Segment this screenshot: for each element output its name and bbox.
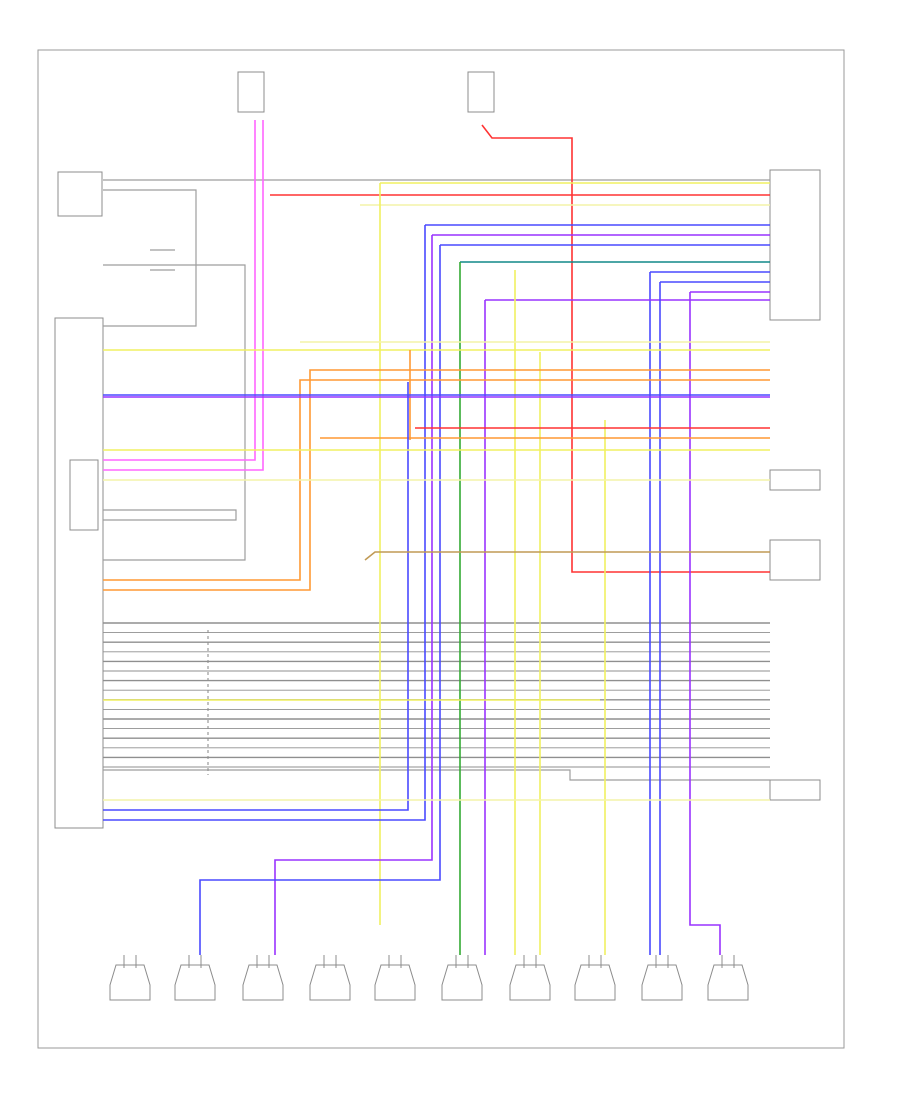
speaker-connector — [641, 955, 683, 1001]
wire-blue-6 — [103, 382, 409, 811]
wire-pink — [103, 120, 264, 471]
speaker-connector — [441, 955, 483, 1001]
cd-changer-connector — [769, 469, 821, 491]
speaker-connector — [374, 955, 416, 1001]
wire-red-feed — [481, 124, 770, 573]
radio-module — [54, 317, 104, 829]
fuse-block-left — [237, 71, 265, 113]
speaker-connector — [109, 955, 151, 1001]
switch-box — [57, 171, 103, 217]
speaker-connector — [174, 955, 216, 1001]
speaker-connector — [309, 955, 351, 1001]
colored-wires — [103, 120, 770, 955]
dsp-amp-connector — [769, 169, 821, 321]
speaker-connector — [509, 955, 551, 1001]
antenna-connector — [69, 459, 99, 531]
wire-blue-2v — [199, 245, 441, 955]
wire-blue-1v — [103, 225, 426, 821]
components — [54, 71, 821, 829]
speaker-connector — [574, 955, 616, 1001]
speaker-connector — [242, 955, 284, 1001]
speaker-connector — [707, 955, 749, 1001]
speaker-row — [109, 955, 749, 1001]
fuse-block-right — [467, 71, 495, 113]
wire-pink-2 — [103, 120, 256, 461]
diagram-frame — [37, 49, 845, 1049]
wire-tan — [364, 551, 770, 561]
speaker-bus-lines — [103, 622, 770, 775]
bus-connector — [769, 779, 821, 801]
gray-wires — [103, 179, 770, 781]
wire-purple-2v — [689, 292, 721, 955]
power-connector — [769, 539, 821, 581]
wire-purple-1v — [274, 235, 433, 955]
